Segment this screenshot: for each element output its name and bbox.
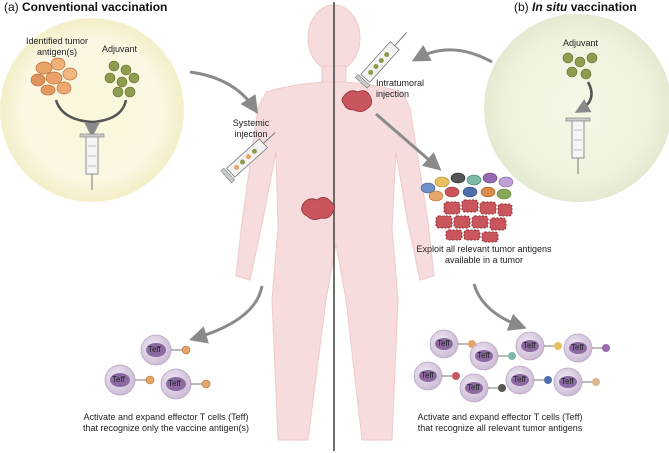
exploit-line-1: Exploit all relevant tumor antigens — [416, 244, 552, 254]
teff-cell — [553, 367, 600, 397]
arrow-to-intratumoral — [411, 44, 493, 64]
teff-label: Teff — [148, 345, 161, 354]
teff-cells-left — [104, 334, 211, 400]
arrow-to-systemic — [189, 70, 258, 114]
adjuvant-left-group — [104, 60, 140, 98]
right-panel-title: (b) In situ vaccination — [514, 0, 637, 14]
arrow-adjuvant-down — [574, 81, 593, 113]
teff-label: Teff — [112, 375, 125, 384]
right-title-italic: In situ — [532, 0, 568, 14]
teff-label: Teff — [561, 377, 574, 386]
teff-cell — [104, 364, 155, 396]
syringe-systemic-icon — [220, 132, 276, 184]
syringe-intratumoral-icon — [354, 31, 408, 89]
shoulder-tumor — [341, 90, 372, 112]
body-tumor — [301, 197, 335, 220]
teff-label: Teff — [571, 343, 584, 352]
left-tag: (a) — [4, 0, 19, 14]
teff-label: Teff — [421, 371, 434, 380]
teff-label: Teff — [168, 379, 181, 388]
diverse-antigens-group — [420, 172, 514, 202]
left-caption-line-2: that recognize only the vaccine antigen(… — [82, 423, 250, 433]
teff-cell — [160, 368, 211, 400]
systemic-injection-label: Systemic injection — [232, 118, 270, 139]
teff-label: Teff — [513, 375, 526, 384]
exploit-caption: Exploit all relevant tumor antigens avai… — [394, 244, 574, 266]
right-tag: (b) — [514, 0, 529, 14]
teff-cell — [515, 331, 562, 361]
left-bottom-caption: Activate and expand effector T cells (Te… — [56, 412, 276, 434]
teff-cells-right — [413, 329, 610, 403]
right-caption-line-1: Activate and expand effector T cells (Te… — [417, 412, 583, 422]
teff-cell — [469, 341, 516, 371]
teff-cell — [459, 373, 506, 403]
arrow-to-teff-left — [189, 285, 264, 344]
right-bottom-caption: Activate and expand effector T cells (Te… — [390, 412, 610, 434]
teff-cell — [563, 333, 610, 363]
left-caption-line-1: Activate and expand effector T cells (Te… — [83, 412, 249, 422]
left-title-text: Conventional vaccination — [22, 0, 168, 14]
right-caption-line-2: that recognize all relevant tumor antige… — [417, 423, 583, 433]
teff-cell — [505, 365, 552, 395]
teff-label: Teff — [477, 351, 490, 360]
teff-cell — [413, 361, 460, 391]
human-body-silhouette — [235, 4, 435, 441]
intratumoral-injection-label: Intratumoral injection — [376, 78, 425, 99]
teff-label: Teff — [523, 341, 536, 350]
arrow-to-teff-right — [472, 283, 527, 331]
teff-label: Teff — [437, 339, 450, 348]
syringe-left-icon — [79, 133, 105, 190]
teff-label: Teff — [467, 383, 480, 392]
tumor-antigens-group — [30, 57, 78, 96]
antigen-label: Identified tumor antigen(s) — [25, 36, 89, 57]
tumor-cell-cluster — [435, 199, 513, 243]
exploit-line-2: available in a tumor — [444, 255, 524, 265]
arrow-to-antigens — [375, 112, 442, 171]
syringe-right-icon — [565, 117, 591, 174]
left-panel-title: (a) Conventional vaccination — [4, 0, 167, 14]
right-title-rest: vaccination — [567, 0, 637, 14]
adjuvant-right-group — [562, 52, 598, 80]
adjuvant-right-label: Adjuvant — [563, 38, 599, 48]
adjuvant-left-label: Adjuvant — [102, 44, 138, 54]
teff-cell — [140, 334, 191, 366]
